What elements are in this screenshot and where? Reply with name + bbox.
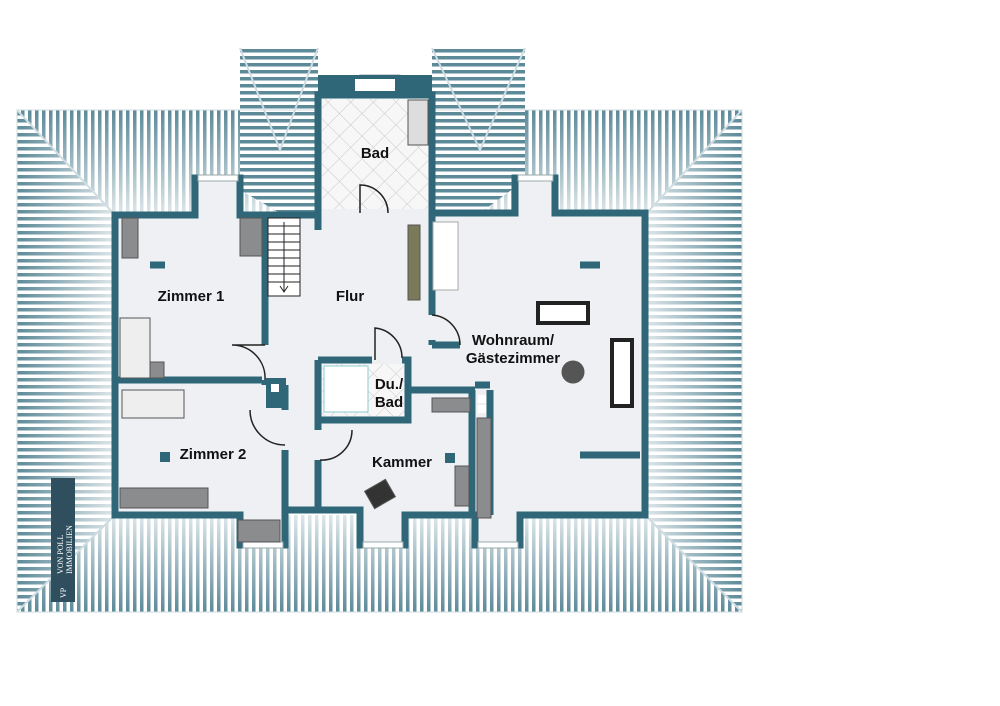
bath-window	[355, 79, 395, 91]
von-poll-logo: VP VON POLL IMMOBILIEN	[51, 478, 75, 602]
room-label-zimmer-1: Zimmer 1	[158, 288, 225, 305]
interior-walls	[115, 213, 640, 515]
logo-sub: IMMOBILIEN	[65, 525, 74, 574]
staircase[interactable]	[267, 217, 301, 297]
pillars	[160, 378, 486, 463]
furniture	[119, 99, 634, 543]
room-label-du-bad: Bad	[375, 394, 403, 411]
logo-initials: VP	[59, 587, 68, 598]
room-label-gaestezimmer: Gästezimmer	[466, 350, 560, 367]
room-label-kammer: Kammer	[372, 454, 432, 471]
doors[interactable]	[231, 184, 461, 461]
building-outline	[111, 91, 649, 549]
room-label-zimmer-2: Zimmer 2	[180, 446, 247, 463]
room-label-du: Du./	[375, 376, 404, 393]
logo-name: VON POLL	[56, 535, 65, 574]
room-label-flur: Flur	[336, 288, 364, 305]
room-label-wohnraum: Wohnraum/	[472, 332, 555, 349]
room-label-bad: Bad	[361, 145, 389, 162]
roof	[16, 47, 743, 613]
